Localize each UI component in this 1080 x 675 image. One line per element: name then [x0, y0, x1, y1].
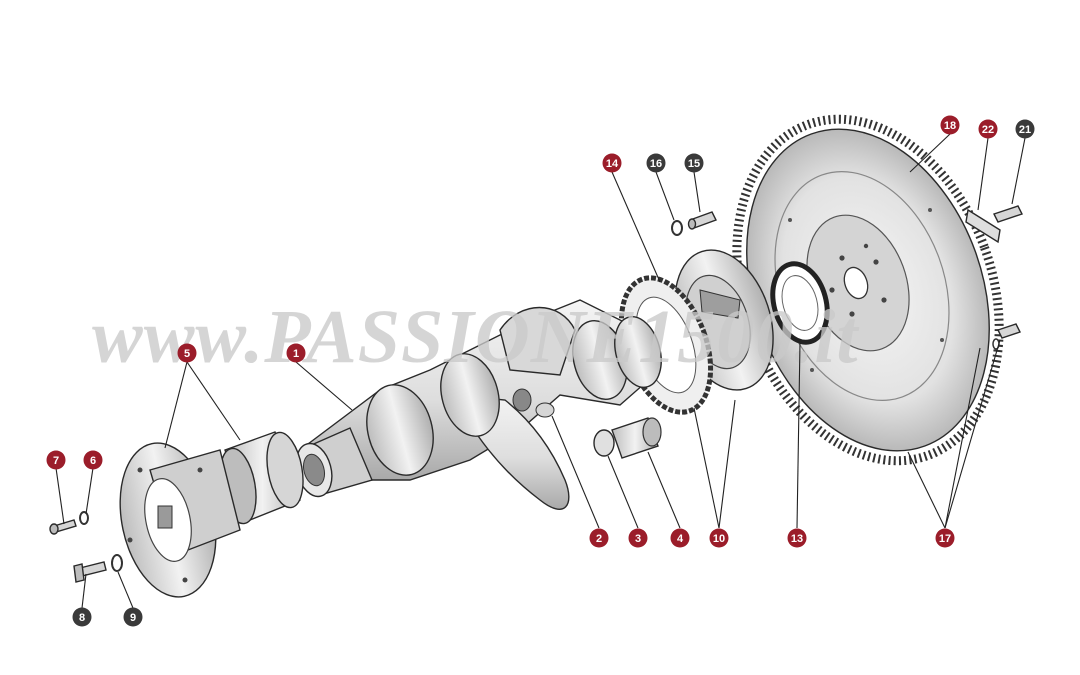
flange-bolt: [687, 211, 717, 230]
callout-9-label: 9: [130, 612, 136, 624]
callout-18: 18: [940, 115, 960, 135]
pilot-bearing: [611, 417, 662, 459]
watermark: www.PASSIONE1500.it: [92, 295, 860, 379]
callout-4: 4: [670, 528, 690, 548]
flywheel-bolt: [993, 205, 1023, 223]
callout-14-label: 14: [606, 158, 619, 170]
flywheel-bolt-holes: [829, 243, 887, 317]
callout-6-label: 6: [90, 455, 96, 467]
callout-1: 1: [286, 343, 306, 363]
callout-10: 10: [709, 528, 729, 548]
callout-3-label: 3: [635, 533, 641, 545]
callout-3: 3: [628, 528, 648, 548]
callout-5: 5: [177, 343, 197, 363]
front-cover-washer: [79, 511, 89, 525]
callout-22-label: 22: [982, 124, 994, 136]
flange-washer: [671, 220, 683, 236]
flywheel: [732, 114, 1004, 466]
callout-10-label: 10: [713, 533, 725, 545]
callout-2-label: 2: [596, 533, 602, 545]
callout-17: 17: [935, 528, 955, 548]
leader-lines: [55, 133, 1026, 609]
callout-7-label: 7: [53, 455, 59, 467]
crankshaft: [295, 299, 662, 510]
callout-7: 7: [46, 450, 66, 470]
callout-21-label: 21: [1019, 124, 1031, 136]
front-cover-bolt: [73, 561, 107, 583]
callout-17-label: 17: [939, 533, 951, 545]
front-cover-screw: [49, 519, 77, 535]
front-cover: [119, 442, 241, 598]
callout-16: 16: [646, 153, 666, 173]
callout-18-label: 18: [944, 120, 956, 132]
front-cover-bolt-washer: [111, 554, 123, 572]
callout-5-label: 5: [184, 348, 190, 360]
flywheel-dowels: [992, 323, 1021, 350]
callout-2: 2: [589, 528, 609, 548]
callout-4-label: 4: [677, 533, 684, 545]
oil-seal: [770, 261, 830, 345]
callout-13: 13: [787, 528, 807, 548]
callout-8: 8: [72, 607, 92, 627]
callout-9: 9: [123, 607, 143, 627]
flywheel-lock-plate: [965, 208, 1001, 244]
callout-15-label: 15: [688, 158, 700, 170]
callout-16-label: 16: [650, 158, 662, 170]
callout-15: 15: [684, 153, 704, 173]
pilot-bush: [593, 429, 615, 457]
callout-1-label: 1: [293, 348, 299, 360]
callout-22: 22: [978, 119, 998, 139]
callout-13-label: 13: [791, 533, 803, 545]
callout-6: 6: [83, 450, 103, 470]
callout-21: 21: [1015, 119, 1035, 139]
callout-14: 14: [602, 153, 622, 173]
callout-8-label: 8: [79, 612, 85, 624]
